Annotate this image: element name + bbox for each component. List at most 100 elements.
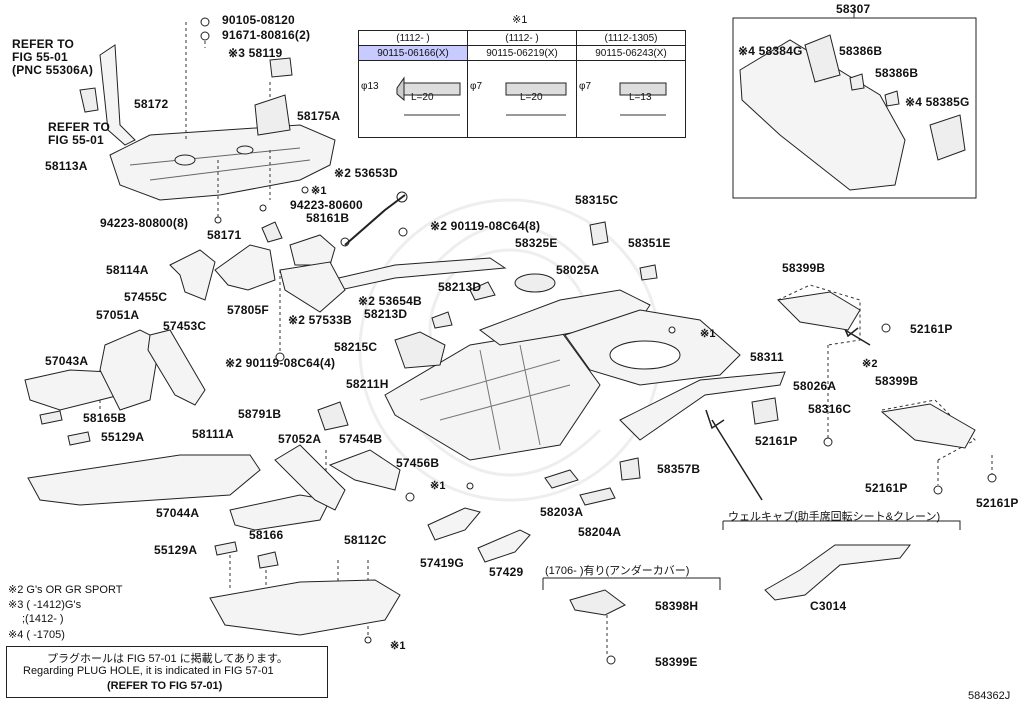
bolt-spec-table: (1112- ) (1112- ) (1112-1305) 90115-0616… (358, 30, 686, 138)
callout-58325E[interactable]: 58325E (515, 236, 558, 250)
part-58165B (39, 410, 63, 425)
callout-57533B[interactable]: ※2 57533B (288, 313, 352, 327)
callout-58025A[interactable]: 58025A (556, 263, 600, 277)
refer-text-3: (PNC 55306A) (12, 63, 94, 77)
callout-58384G[interactable]: ※4 58384G (738, 44, 803, 58)
callout-mark2: ※2 (862, 358, 878, 370)
callout-58311[interactable]: 58311 (750, 350, 784, 364)
callout-58399E[interactable]: 58399E (655, 655, 698, 669)
part-58111A (27, 454, 261, 506)
callout-58113A[interactable]: 58113A (45, 159, 88, 173)
callout-58175A[interactable]: 58175A (297, 109, 341, 123)
callout-57453C[interactable]: 57453C (163, 319, 207, 333)
callout-90119-08C64-8[interactable]: ※2 90119-08C64(8) (430, 219, 541, 233)
note-4: ※4 ( -1705) (8, 629, 65, 641)
callout-90105-08120[interactable]: 90105-08120 (222, 13, 295, 27)
part-58204A (579, 487, 616, 506)
callout-58307[interactable]: 58307 (836, 2, 871, 16)
callout-57429[interactable]: 57429 (489, 565, 524, 579)
part-57052A (274, 444, 346, 511)
callout-53653D[interactable]: ※2 53653D (334, 166, 398, 180)
callout-58791B[interactable]: 58791B (238, 407, 282, 421)
callout-58204A[interactable]: 58204A (578, 525, 622, 539)
part-58171 (261, 221, 283, 243)
callout-52161P-a[interactable]: 52161P (755, 434, 798, 448)
callout-90119-08C64-4[interactable]: ※2 90119-08C64(4) (225, 356, 336, 370)
callout-57456B[interactable]: 57456B (396, 456, 440, 470)
callout-58172[interactable]: 58172 (134, 97, 169, 111)
callout-57454B[interactable]: 57454B (339, 432, 383, 446)
pointer-arrow (705, 409, 763, 501)
refer-text-2[interactable]: FIG 55-01 (12, 50, 68, 64)
callout-57455C[interactable]: 57455C (124, 290, 168, 304)
callout-52161P-d[interactable]: 52161P (976, 496, 1019, 510)
callout-mark1-c: ※1 (430, 480, 446, 492)
part-58325E (514, 273, 556, 293)
callout-58111A[interactable]: 58111A (192, 427, 234, 441)
callout-58165B[interactable]: 58165B (83, 411, 127, 425)
callout-C3014[interactable]: C3014 (810, 599, 847, 613)
callout-58386B-a[interactable]: 58386B (839, 44, 883, 58)
callout-58171[interactable]: 58171 (207, 228, 242, 242)
part-58119 (269, 57, 293, 78)
callout-58215C[interactable]: 58215C (334, 340, 378, 354)
callout-57052A[interactable]: 57052A (278, 432, 322, 446)
part-58399B-a (776, 291, 861, 331)
undercover-title: (1706- )有り(アンダーカバー) (545, 565, 690, 577)
part-58114A (169, 249, 216, 301)
spec-diam-1: φ13 (361, 81, 379, 92)
callout-58213D-a[interactable]: 58213D (438, 280, 482, 294)
callout-57043A[interactable]: 57043A (45, 354, 89, 368)
callout-58213D-b[interactable]: 58213D (364, 307, 408, 321)
callout-57805F[interactable]: 57805F (227, 303, 269, 317)
callout-57051A[interactable]: 57051A (96, 308, 140, 322)
callout-57044A[interactable]: 57044A (156, 506, 200, 520)
callout-58315C[interactable]: 58315C (575, 193, 619, 207)
welcab-bracket (722, 520, 961, 530)
part-57453C (147, 329, 206, 406)
spec-part-1[interactable]: 90115-06166(X) (358, 45, 468, 61)
callout-52161P-b[interactable]: 52161P (910, 322, 953, 336)
spec-part-2[interactable]: 90115-06219(X) (467, 45, 577, 61)
callout-58203A[interactable]: 58203A (540, 505, 584, 519)
callout-58026A[interactable]: 58026A (793, 379, 837, 393)
callout-94223-80600[interactable]: 94223-80600 (290, 198, 363, 212)
callout-58166[interactable]: 58166 (249, 528, 284, 542)
callout-55129A-a[interactable]: 55129A (101, 430, 145, 444)
callout-53654B[interactable]: ※2 53654B (358, 294, 422, 308)
callout-94223-80800[interactable]: 94223-80800(8) (100, 216, 189, 230)
callout-58398H[interactable]: 58398H (655, 599, 699, 613)
part-58203A (544, 469, 579, 489)
callout-58161B[interactable]: 58161B (306, 211, 350, 225)
spec-length-2: L=20 (520, 92, 543, 103)
note-3b: ;(1412- ) (22, 613, 64, 625)
callout-58119[interactable]: ※3 58119 (228, 46, 283, 60)
callout-58211H[interactable]: 58211H (346, 377, 389, 391)
plug-hole-refer[interactable]: (REFER TO FIG 57-01) (107, 680, 223, 692)
part-58172 (99, 44, 136, 146)
part-58791B (317, 401, 349, 431)
callout-58316C[interactable]: 58316C (808, 402, 852, 416)
diagram-id: 584362J (968, 690, 1011, 702)
part-58213D (469, 281, 496, 301)
callout-58112C[interactable]: 58112C (344, 533, 387, 547)
part-58113A (109, 124, 336, 201)
callout-58399B-a[interactable]: 58399B (782, 261, 826, 275)
refer-text-5[interactable]: FIG 55-01 (48, 133, 104, 147)
callout-57419G[interactable]: 57419G (420, 556, 464, 570)
callout-58114A[interactable]: 58114A (106, 263, 149, 277)
callout-91671-80816[interactable]: 91671-80816(2) (222, 28, 311, 42)
part-57051A (99, 329, 161, 411)
callout-58386B-b[interactable]: 58386B (875, 66, 919, 80)
callout-58399B-b[interactable]: 58399B (875, 374, 919, 388)
callout-55129A-b[interactable]: 55129A (154, 543, 198, 557)
spec-part-3[interactable]: 90115-06243(X) (576, 45, 686, 61)
callout-52161P-c[interactable]: 52161P (865, 481, 908, 495)
fasteners (200, 17, 997, 665)
callout-58357B[interactable]: 58357B (657, 462, 701, 476)
callout-58385G[interactable]: ※4 58385G (905, 95, 970, 109)
callout-58351E[interactable]: 58351E (628, 236, 671, 250)
